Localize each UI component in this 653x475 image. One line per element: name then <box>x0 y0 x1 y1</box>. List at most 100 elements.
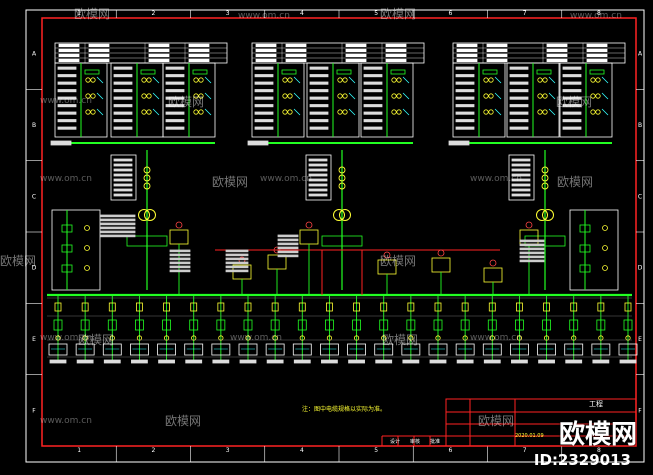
annotation-text <box>99 230 136 234</box>
device-connector <box>402 92 410 100</box>
feeder-cable-box <box>618 343 638 356</box>
feeder-panel-text <box>363 89 383 93</box>
feeder-switch <box>53 319 63 331</box>
feeder-panel-text <box>455 119 475 123</box>
watermark-brand: 欧模网 <box>78 333 115 347</box>
device-symbol <box>602 225 608 231</box>
device-connector <box>402 76 410 84</box>
drawing-note: 注：图中电缆规格以实际为准。 <box>302 406 387 413</box>
grid-column-label: 2 <box>151 447 155 454</box>
grid-column-label: 6 <box>448 10 452 17</box>
device-symbol <box>396 109 402 115</box>
annotation-text <box>277 242 299 246</box>
feeder-switch <box>270 319 280 331</box>
grid-row-label: F <box>638 407 642 414</box>
metering-box <box>321 235 363 247</box>
info-table-cell-text <box>285 48 307 53</box>
feeder-panel-text <box>309 111 329 115</box>
feeder-cable-box <box>482 343 502 356</box>
annotation-text <box>99 222 136 226</box>
annotation-text <box>519 251 545 255</box>
feeder-breaker <box>516 302 523 312</box>
feeder-label <box>429 359 447 364</box>
info-table-cell-text <box>188 48 210 53</box>
info-table-cell-text <box>486 58 508 63</box>
info-table-cell-text <box>546 48 568 53</box>
feeder-panel-text <box>57 96 77 100</box>
feeder-switch <box>352 319 361 331</box>
feeder-panel-text <box>562 119 582 123</box>
breaker-symbol <box>61 224 73 233</box>
feeder-breaker <box>624 302 632 312</box>
feeder-panel-text <box>562 89 582 93</box>
breaker-symbol <box>281 69 297 75</box>
device-connector <box>152 92 160 100</box>
feeder-panel-text <box>57 89 77 93</box>
grid-column-label: 6 <box>448 447 452 454</box>
watermark-url: www.om.cn <box>40 416 92 426</box>
transformer-coil <box>338 182 346 190</box>
annotation-text <box>169 269 191 273</box>
transformer-coil <box>338 174 346 182</box>
device-symbol <box>84 265 90 271</box>
device-symbol <box>141 109 147 115</box>
watermark-brand: 欧模网 <box>557 175 594 189</box>
annotation-text <box>225 257 249 261</box>
feeder-cable-box <box>184 343 204 356</box>
device-symbol <box>198 109 204 115</box>
info-table-cell-text <box>148 58 170 63</box>
feeder-panel-text <box>57 126 77 130</box>
feeder-panel-text <box>363 74 383 78</box>
info-table-cell-text <box>385 48 407 53</box>
info-table-cell-text <box>58 43 80 48</box>
transformer-data-text <box>113 173 133 177</box>
watermark-brand: 欧模网 <box>212 175 249 189</box>
device-symbol <box>590 77 596 83</box>
breaker-symbol <box>482 69 498 75</box>
device-symbol <box>193 93 199 99</box>
feeder-cable-box <box>238 343 258 356</box>
watermark-brand: 欧模网 <box>0 254 37 268</box>
feeder-panel-text <box>455 104 475 108</box>
info-table-cell-text <box>345 58 367 63</box>
feeder-label <box>511 359 528 364</box>
feeder-label <box>103 359 121 364</box>
device-symbol <box>282 77 288 83</box>
switch-device <box>483 267 503 283</box>
grid-row-label: B <box>32 122 36 129</box>
feeder-panel-text <box>509 66 529 70</box>
info-table-cell-text <box>88 48 110 53</box>
device-connector <box>548 76 556 84</box>
title-block-signatures: 设计 审核 批准 <box>385 438 445 445</box>
relay-symbol <box>175 221 183 229</box>
feeder-breaker <box>136 302 143 312</box>
feeder-panel-text <box>562 126 582 130</box>
feeder-panel-text <box>57 66 77 70</box>
device-symbol <box>542 109 548 115</box>
annotation-text <box>225 261 249 265</box>
grid-column-label: 3 <box>226 447 230 454</box>
feeder-panel-text <box>309 66 329 70</box>
breaker-symbol <box>589 69 605 75</box>
feeder-cable-box <box>455 343 475 356</box>
transformer-data-text <box>511 163 531 167</box>
feeder-label <box>348 359 365 364</box>
breaker-symbol <box>579 264 591 273</box>
feeder-cable-box <box>292 343 312 356</box>
feeder-panel-text <box>309 89 329 93</box>
feeder-panel-text <box>165 96 185 100</box>
device-connector <box>152 76 160 84</box>
feeder-panel-text <box>562 66 582 70</box>
feeder-panel-text <box>509 74 529 78</box>
feeder-cable-box <box>591 343 611 356</box>
info-table-cell-text <box>345 43 367 48</box>
transformer-data-text <box>308 188 328 192</box>
info-table-cell-text <box>148 53 170 58</box>
feeder-panel-text <box>562 74 582 78</box>
grid-column-label: 5 <box>374 10 378 17</box>
annotation-text <box>277 238 299 242</box>
feeder-panel-text <box>254 119 274 123</box>
device-symbol <box>590 93 596 99</box>
device-symbol <box>595 77 601 83</box>
